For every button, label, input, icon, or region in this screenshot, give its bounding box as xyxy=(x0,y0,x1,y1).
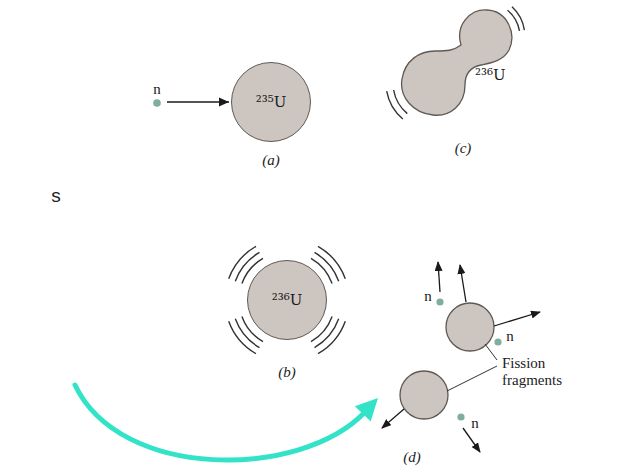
neutron-label: n xyxy=(471,415,479,432)
vibration-arcs xyxy=(387,7,525,119)
nucleus-outline xyxy=(395,5,525,120)
nucleus-circle: ²³⁶U xyxy=(247,260,327,340)
sequence-arrow xyxy=(75,385,378,460)
particle-label: n xyxy=(150,80,164,98)
nucleus-circle: ²³⁵U xyxy=(231,62,311,142)
panel-label: (b) xyxy=(278,364,296,381)
nucleus-label: ²³⁵U xyxy=(256,93,287,111)
deformed-nucleus: ²³⁶U xyxy=(395,5,525,120)
cut-off-text: s xyxy=(51,185,61,207)
panel-label: (a) xyxy=(262,152,280,169)
panel-label: (d) xyxy=(403,449,421,466)
reaction-arrow xyxy=(167,98,229,107)
panel-label: (c) xyxy=(455,140,472,157)
vibration-arcs xyxy=(229,246,346,353)
nucleus-label: ²³⁶U xyxy=(272,291,303,309)
fission-fragment xyxy=(400,371,448,419)
neutron-label: n xyxy=(506,328,514,345)
neutron-dots xyxy=(436,298,501,420)
neutron: n xyxy=(150,80,164,108)
nucleus-label: ²³⁶U xyxy=(475,66,506,84)
fission-fragment xyxy=(446,303,494,351)
neutron-dot xyxy=(150,98,164,108)
neutron-label: n xyxy=(424,288,432,305)
fragment-label: Fission fragments xyxy=(502,355,578,389)
leader-lines xyxy=(447,344,497,391)
